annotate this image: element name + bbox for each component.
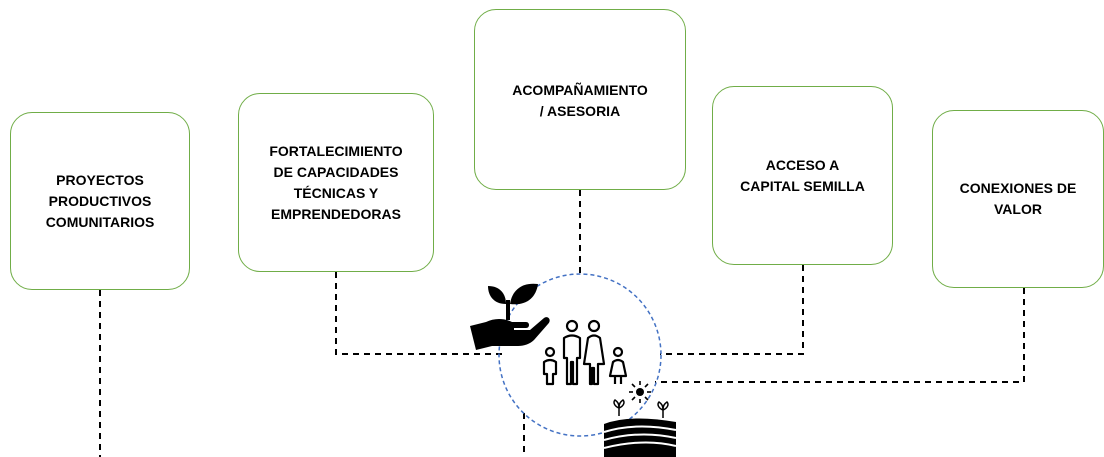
box-acompanamiento: ACOMPAÑAMIENTO / ASESORIA <box>474 9 686 190</box>
box-proyectos: PROYECTOS PRODUCTIVOS COMUNITARIOS <box>10 112 190 290</box>
box-fortalecimiento: FORTALECIMIENTO DE CAPACIDADES TÉCNICAS … <box>238 93 434 272</box>
hand-plant-icon <box>470 283 550 350</box>
connector-acceso <box>660 265 804 355</box>
center-circle <box>498 273 662 437</box>
family-icon <box>542 319 628 386</box>
box-fortalecimiento-label: FORTALECIMIENTO DE CAPACIDADES TÉCNICAS … <box>269 142 403 222</box>
box-acceso: ACCESO A CAPITAL SEMILLA <box>712 86 893 265</box>
box-conexiones: CONEXIONES DE VALOR <box>932 110 1104 288</box>
box-acompanamiento-label: ACOMPAÑAMIENTO / ASESORIA <box>512 82 648 119</box>
box-conexiones-label: CONEXIONES DE VALOR <box>959 180 1077 217</box>
box-acceso-label: ACCESO A CAPITAL SEMILLA <box>740 156 865 194</box>
connector-conexiones <box>655 288 1025 383</box>
field-sun-icon <box>603 381 677 457</box>
box-proyectos-label: PROYECTOS PRODUCTIVOS COMUNITARIOS <box>45 171 155 230</box>
connector-fortalecimiento <box>335 272 505 355</box>
